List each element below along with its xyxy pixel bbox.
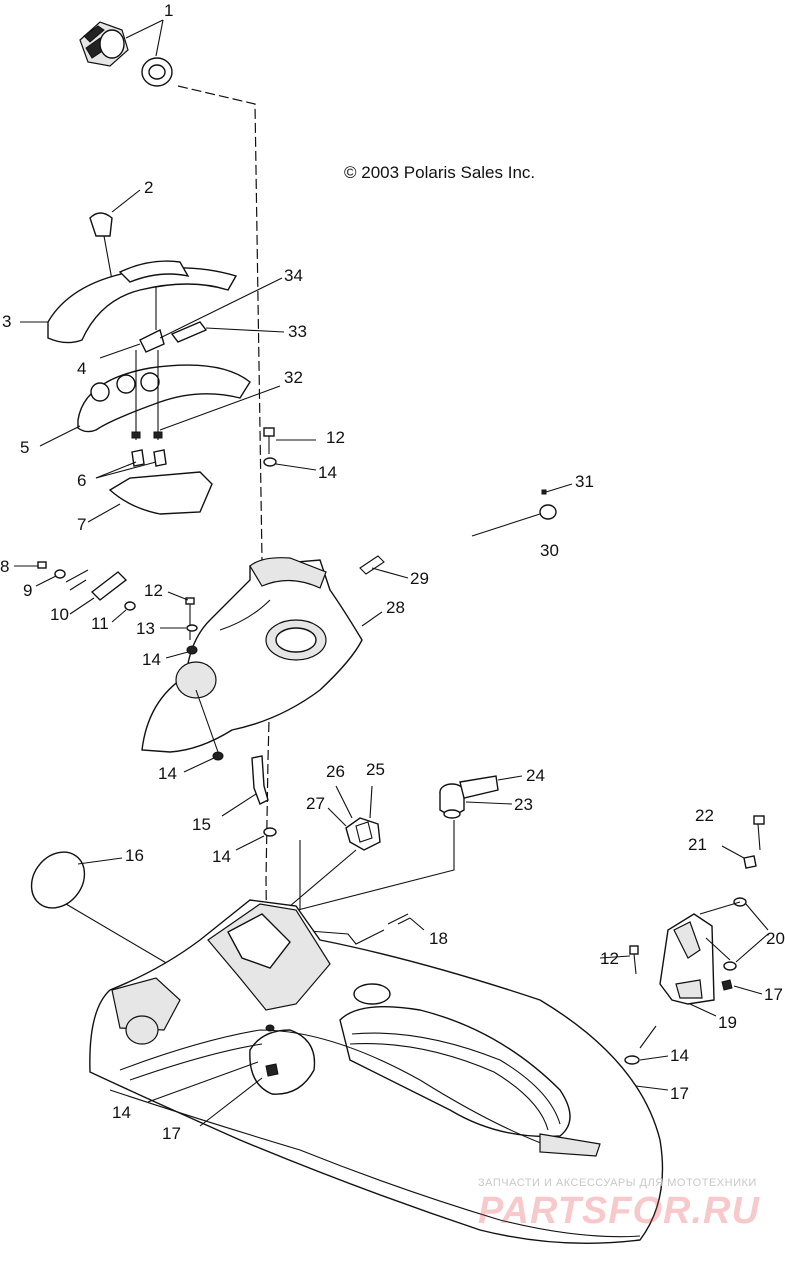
part-1-gauge: [79, 19, 173, 87]
part-28-console: [141, 557, 383, 753]
callout-34: 34: [284, 266, 303, 285]
callout-14-bracket: 14: [670, 1046, 689, 1065]
callout-9: 9: [23, 581, 33, 600]
callout-5: 5: [20, 438, 30, 457]
part-12-14-screw: [263, 427, 317, 471]
callout-15: 15: [192, 815, 211, 834]
part-23-24-connector: [289, 775, 523, 913]
callout-17-bracket-low: 17: [670, 1084, 689, 1103]
copyright-text: © 2003 Polaris Sales Inc.: [344, 163, 536, 182]
callout-3: 3: [2, 312, 12, 331]
callout-17-bracket: 17: [764, 985, 783, 1004]
callout-29: 29: [410, 569, 429, 588]
part-6-studs: [95, 350, 167, 479]
callout-24: 24: [526, 766, 545, 785]
callout-7: 7: [77, 515, 87, 534]
hull-deck: [89, 899, 664, 1245]
callout-17-hull: 17: [162, 1124, 181, 1143]
callout-28: 28: [386, 598, 405, 617]
part-15-cable: [221, 755, 277, 851]
callout-32: 32: [284, 368, 303, 387]
callout-12-bracket: 12: [600, 949, 619, 968]
callout-12-top: 12: [326, 428, 345, 447]
callout-27: 27: [306, 794, 325, 813]
part-7-gasket: [87, 471, 213, 523]
part-18-clip: [295, 913, 425, 945]
part-12-13-14-screw: [160, 591, 224, 773]
part-29-clip: [359, 555, 409, 579]
callout-8: 8: [0, 557, 10, 576]
callout-22: 22: [695, 806, 714, 825]
callout-30: 30: [540, 541, 559, 560]
callout-14-hull: 14: [112, 1103, 131, 1122]
part-33-34-4-bracket: [99, 277, 285, 359]
part-8-11-hardware: [14, 561, 136, 623]
callout-14-top: 14: [318, 463, 337, 482]
callout-21: 21: [688, 835, 707, 854]
callout-25: 25: [366, 760, 385, 779]
watermark-logo: PARTSFOR.RU: [478, 1190, 760, 1232]
callout-26: 26: [326, 762, 345, 781]
callout-20: 20: [766, 929, 785, 948]
callout-1: 1: [164, 1, 174, 20]
part-30-31: [471, 483, 573, 537]
callout-2: 2: [144, 178, 154, 197]
callout-6: 6: [77, 471, 87, 490]
callout-14-console: 14: [142, 650, 161, 669]
part-3-cover: [20, 260, 238, 344]
callout-13: 13: [136, 619, 155, 638]
part-19-22-bracket: [599, 815, 769, 1091]
callout-14-console-low: 14: [158, 764, 177, 783]
callout-4: 4: [77, 359, 87, 378]
callout-23: 23: [514, 795, 533, 814]
part-5-panel: [39, 364, 281, 447]
callout-33: 33: [288, 322, 307, 341]
callout-11: 11: [91, 614, 109, 633]
part-2-knob: [89, 189, 141, 281]
callout-16: 16: [125, 846, 144, 865]
callout-19: 19: [718, 1013, 737, 1032]
part-16-oval-cover: [30, 851, 169, 965]
callout-10: 10: [50, 605, 69, 624]
watermark-tagline: ЗАПЧАСТИ И АКСЕССУАРЫ ДЛЯ МОТОТЕХНИКИ: [478, 1177, 757, 1189]
callout-31: 31: [575, 472, 594, 491]
callout-14-cable: 14: [212, 847, 231, 866]
callout-12-console: 12: [144, 581, 163, 600]
callout-18: 18: [429, 929, 448, 948]
part-25-27-clamp: [289, 785, 381, 907]
